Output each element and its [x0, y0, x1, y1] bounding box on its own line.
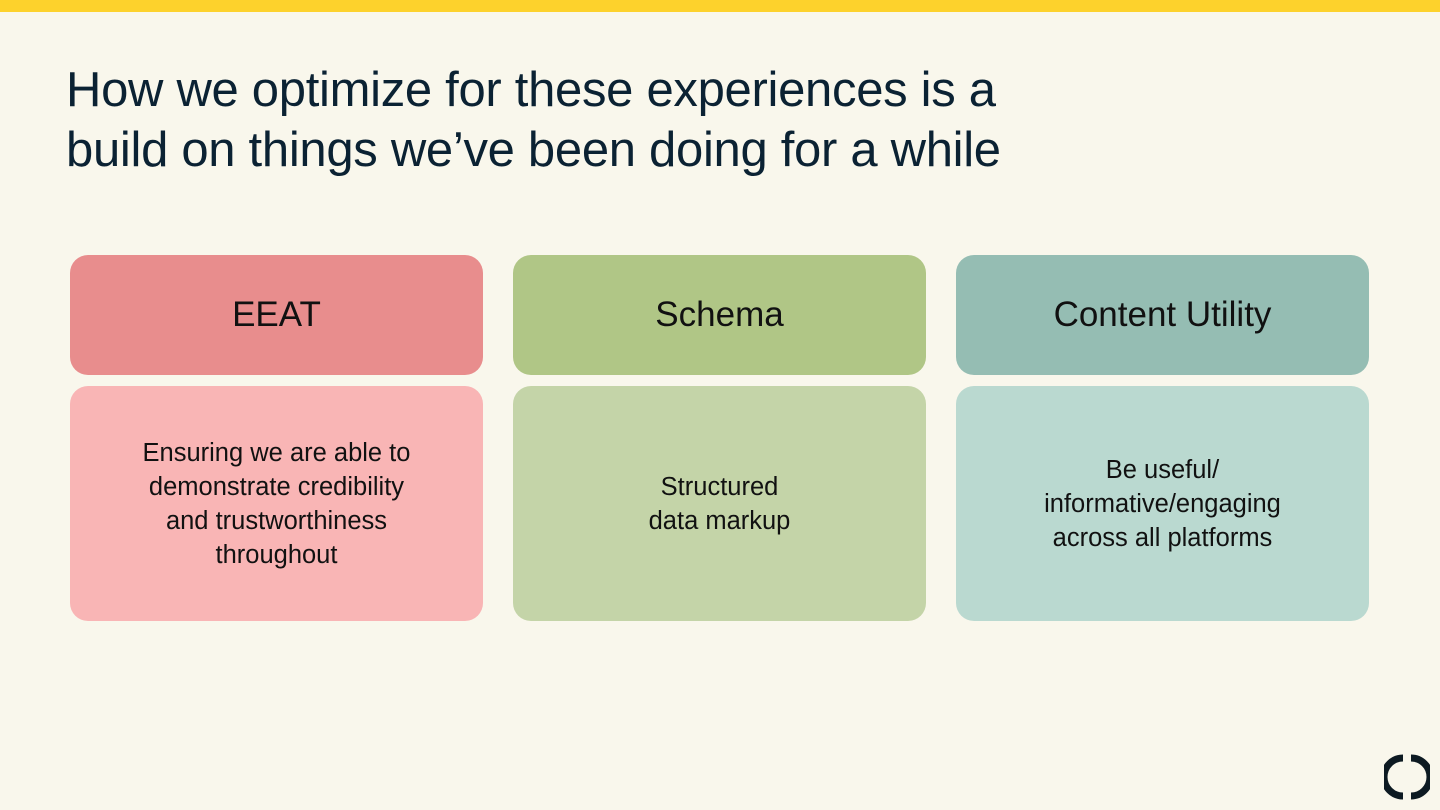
- card-text-line: throughout: [215, 540, 338, 569]
- card-title-content-utility: Content Utility: [1053, 295, 1272, 334]
- card-header-content-utility: Content Utility: [956, 255, 1369, 375]
- card-header-eeat: EEAT: [70, 255, 483, 375]
- card-title-schema: Schema: [655, 295, 784, 334]
- card-text-line: Be useful/: [1105, 455, 1220, 484]
- card-header-schema: Schema: [513, 255, 926, 375]
- top-accent-bar: [0, 0, 1440, 12]
- card-text-line: data markup: [648, 506, 791, 535]
- card-title-eeat: EEAT: [232, 295, 321, 334]
- slide-title-line-2: build on things we’ve been doing for a w…: [66, 123, 1001, 177]
- card-text-schema: Structured data markup: [649, 470, 791, 538]
- card-text-line: demonstrate credibility: [148, 472, 405, 501]
- card-text-line: across all platforms: [1052, 523, 1273, 552]
- card-text-line: Structured: [660, 472, 779, 501]
- card-text-line: Ensuring we are able to: [142, 438, 411, 467]
- card-text-line: informative/engaging: [1044, 489, 1281, 518]
- slide-title-line-1: How we optimize for these experiences is…: [66, 63, 996, 117]
- brand-logo-icon: [1384, 754, 1430, 800]
- card-body-content-utility: Be useful/ informative/engaging across a…: [956, 386, 1369, 621]
- card-text-content-utility: Be useful/ informative/engaging across a…: [1044, 453, 1281, 555]
- card-body-schema: Structured data markup: [513, 386, 926, 621]
- card-text-line: and trustworthiness: [165, 506, 388, 535]
- card-text-eeat: Ensuring we are able to demonstrate cred…: [143, 436, 411, 572]
- card-body-eeat: Ensuring we are able to demonstrate cred…: [70, 386, 483, 621]
- slide-title: How we optimize for these experiences is…: [66, 60, 1166, 180]
